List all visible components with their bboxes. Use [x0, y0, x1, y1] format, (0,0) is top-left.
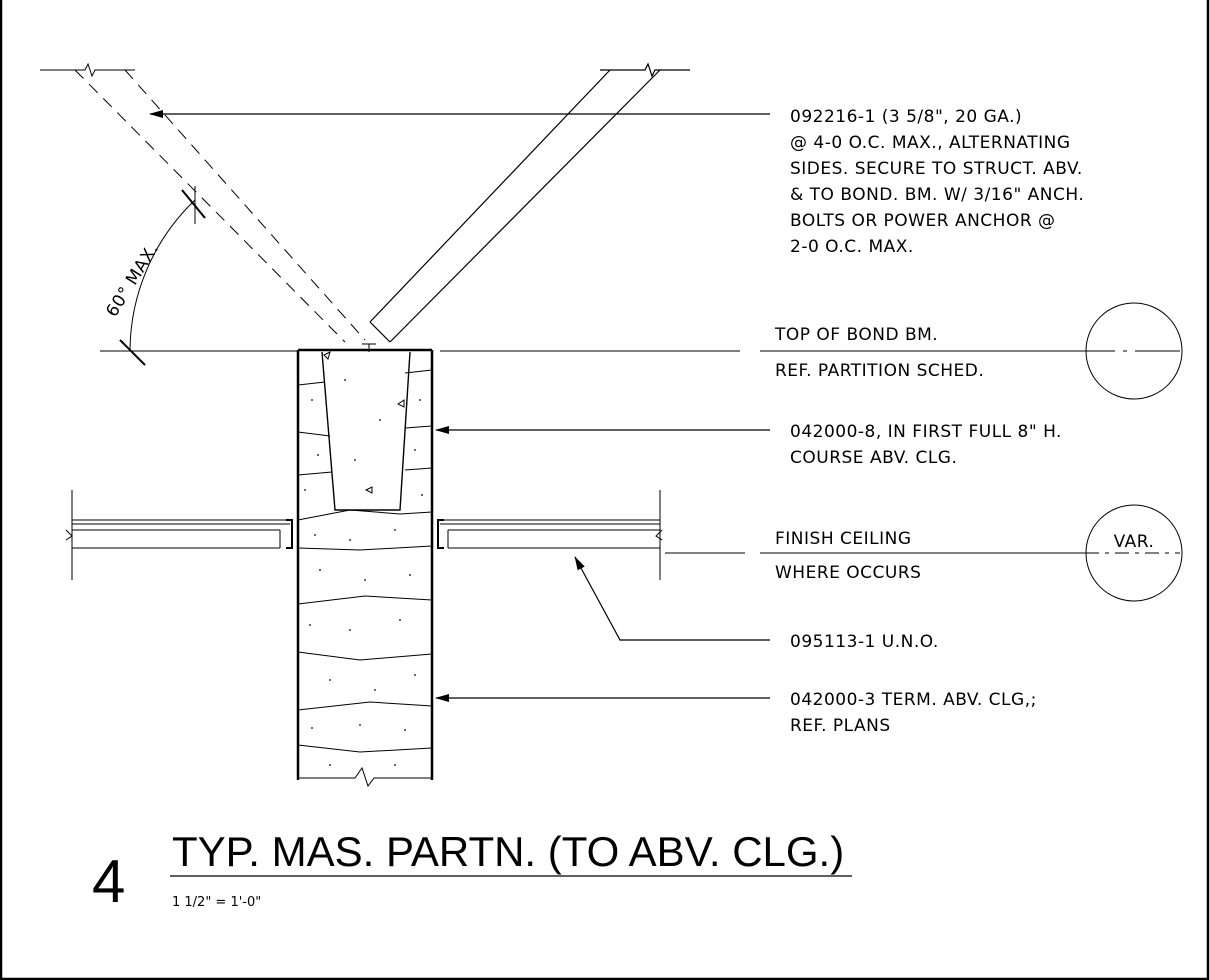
angle-label: 60° MAX.: [102, 240, 163, 321]
finish-ceiling-where-occurs: WHERE OCCURS: [775, 563, 921, 583]
masonry-note-line1: 042000-3 TERM. ABV. CLG,;: [790, 690, 1037, 710]
partition-schedule-ref: REF. PARTITION SCHED.: [775, 361, 984, 381]
finish-ceiling-bubble-label: VAR.: [1114, 532, 1155, 552]
ceiling-system-note: 095113-1 U.N.O.: [790, 632, 939, 652]
stud-brace: [369, 62, 690, 343]
svg-text:2-0 O.C. MAX.: 2-0 O.C. MAX.: [790, 237, 914, 257]
detail-title: TYP. MAS. PARTN. (TO ABV. CLG.): [172, 828, 844, 875]
top-bond-beam-label: TOP OF BOND BM.: [774, 325, 938, 345]
svg-text:@ 4-0 O.C. MAX., ALTERNATING: @ 4-0 O.C. MAX., ALTERNATING: [790, 133, 1071, 153]
masonry-stipple: [304, 379, 423, 766]
stud-brace-alternate: [74, 69, 366, 343]
brace-break-line: [40, 62, 135, 78]
svg-text:& TO BOND. BM. W/ 3/16" ANCH.: & TO BOND. BM. W/ 3/16" ANCH.: [790, 185, 1084, 205]
masonry-note-line2: REF. PLANS: [790, 716, 891, 736]
svg-text:SIDES. SECURE TO STRUCT. ABV.: SIDES. SECURE TO STRUCT. ABV.: [790, 159, 1083, 179]
masonry-wall: [296, 343, 434, 788]
angle-dimension: [119, 186, 206, 366]
detail-scale: 1 1/2" = 1'-0": [172, 895, 261, 910]
bond-beam-note-line2: COURSE ABV. CLG.: [790, 448, 957, 468]
datum-top-bond-beam: [100, 302, 1183, 400]
datum-finish-ceiling: [665, 504, 1183, 602]
detail-number: 4: [92, 848, 125, 915]
svg-text:092216-1 (3 5/8", 20 GA.): 092216-1 (3 5/8", 20 GA.): [790, 107, 1022, 127]
bond-beam-note-line1: 042000-8, IN FIRST FULL 8" H.: [790, 422, 1062, 442]
finish-ceiling-label: FINISH CEILING: [775, 529, 912, 549]
ceiling-right: [437, 490, 663, 580]
ceiling-left: [65, 490, 293, 580]
leaders: [149, 110, 770, 702]
stud-note: 092216-1 (3 5/8", 20 GA.) @ 4-0 O.C. MAX…: [790, 107, 1084, 257]
svg-text:BOLTS OR POWER ANCHOR @: BOLTS OR POWER ANCHOR @: [790, 211, 1056, 231]
